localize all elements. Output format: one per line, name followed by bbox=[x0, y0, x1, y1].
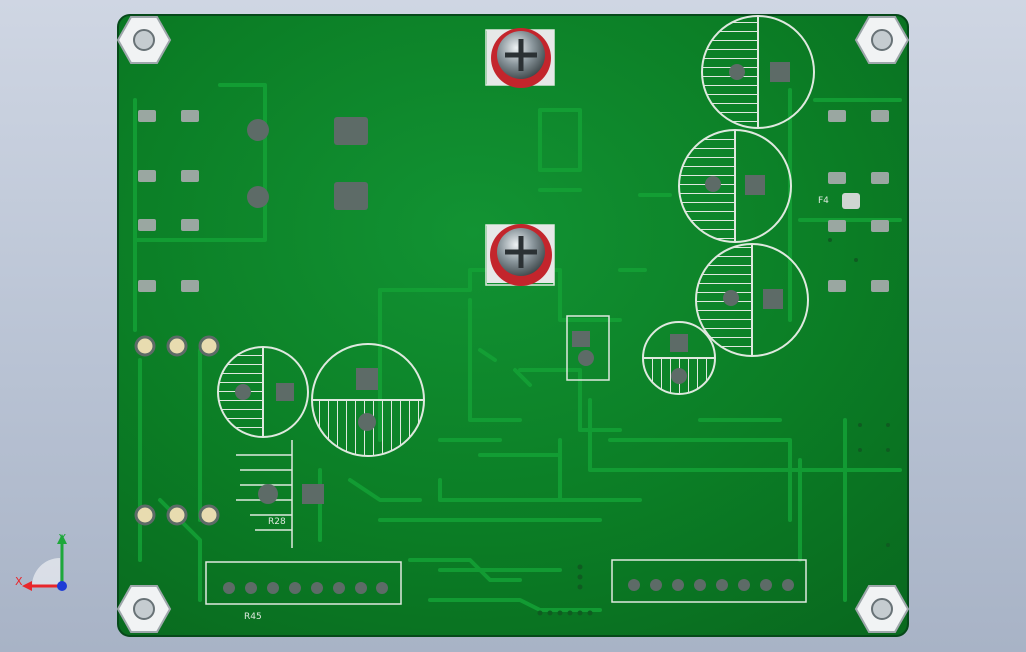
vias bbox=[537, 238, 890, 616]
standoff-holes bbox=[133, 29, 893, 620]
capacitor-c3 bbox=[695, 243, 809, 357]
y-axis-label: Y bbox=[58, 532, 66, 545]
capacitor-c6 bbox=[311, 343, 425, 457]
coordinate-triad: Y X bbox=[15, 532, 67, 591]
electrolytic-capacitors bbox=[217, 15, 815, 457]
z-axis-dot bbox=[57, 581, 67, 591]
capacitor-c2 bbox=[678, 129, 792, 243]
mounting-screws bbox=[487, 28, 554, 286]
through-hole-pads bbox=[134, 117, 794, 594]
x-axis-label: X bbox=[15, 575, 23, 588]
capacitor-c4 bbox=[642, 321, 716, 395]
label-f4: F4 bbox=[818, 196, 829, 206]
copper-traces bbox=[133, 83, 902, 612]
capacitor-c1 bbox=[701, 15, 815, 129]
smd-pads-left bbox=[138, 110, 889, 292]
capacitor-c5 bbox=[217, 346, 309, 438]
label-r28: R28 bbox=[268, 517, 286, 527]
label-r45: R45 bbox=[244, 612, 262, 622]
